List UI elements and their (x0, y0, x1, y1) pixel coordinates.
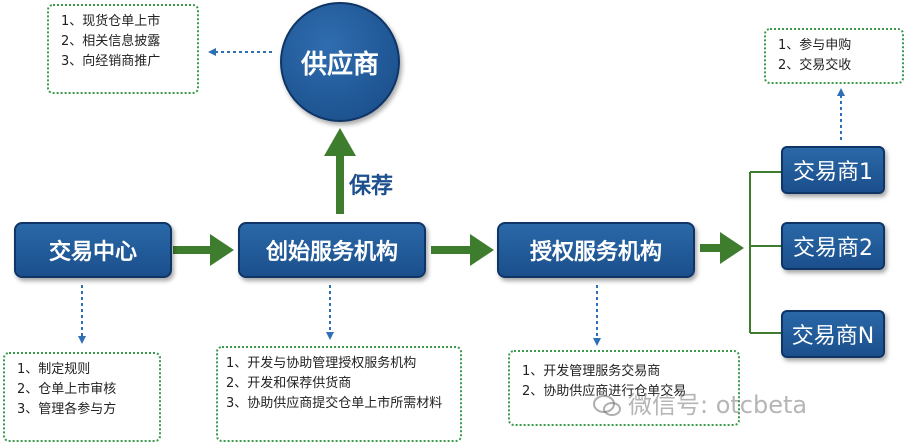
supplier-note-item: 1、现货仓单上市 (61, 14, 161, 29)
trader-1-label: 交易商1 (793, 160, 873, 185)
authorized-agency-node: 授权服务机构 (497, 222, 695, 278)
trader-n-node: 交易商N (781, 310, 885, 358)
wechat-icon (593, 395, 621, 416)
supplier-note: 1、现货仓单上市 2、相关信息披露 3、向经销商推广 (47, 4, 199, 94)
exchange-center-note-item: 2、仓单上市审核 (17, 382, 117, 397)
supplier-note-item: 3、向经销商推广 (61, 54, 161, 69)
founding-agency-note-item: 1、开发与协助管理授权服务机构 (226, 356, 417, 371)
trader-n-label: 交易商N (791, 324, 875, 349)
founding-agency-node: 创始服务机构 (238, 222, 426, 278)
exchange-center-note: 1、制定规则 2、仓单上市审核 3、管理各参与方 (3, 352, 161, 442)
founding-agency-note-item: 2、开发和保荐供货商 (226, 376, 352, 391)
exchange-center-node: 交易中心 (14, 222, 172, 278)
authorized-agency-note-item: 1、开发管理服务交易商 (522, 364, 661, 379)
trader-note-item: 1、参与申购 (778, 38, 852, 53)
authorized-agency-label: 授权服务机构 (529, 240, 662, 265)
supplier-note-item: 2、相关信息披露 (61, 34, 161, 49)
watermark-text: 微信号: otcbeta (628, 391, 808, 419)
founding-agency-label: 创始服务机构 (265, 240, 398, 265)
arrow-authorized-to-traders (700, 232, 744, 264)
wechat-watermark: 微信号: otcbeta (592, 385, 807, 420)
exchange-center-note-item: 3、管理各参与方 (17, 402, 117, 417)
sponsor-label: 保荐 (349, 174, 394, 199)
trader-bracket (749, 171, 782, 334)
exchange-center-label: 交易中心 (48, 240, 137, 265)
trader-1-node: 交易商1 (781, 146, 885, 194)
authorized-agency-note-item: 2、协助供应商进行仓单交易 (522, 384, 687, 399)
authorized-agency-note: 1、开发管理服务交易商 2、协助供应商进行仓单交易 (508, 350, 740, 426)
arrow-center-to-founding (173, 234, 234, 266)
exchange-center-note-item: 1、制定规则 (17, 362, 91, 377)
arrow-founding-to-authorized (431, 234, 494, 266)
trader-note: 1、参与申购 2、交易交收 (764, 28, 904, 84)
trader-2-label: 交易商2 (793, 236, 873, 261)
trader-note-item: 2、交易交收 (778, 58, 852, 73)
arrow-founding-to-supplier (324, 128, 356, 214)
founding-agency-note: 1、开发与协助管理授权服务机构 2、开发和保荐供货商 3、协助供应商提交仓单上市… (216, 346, 462, 442)
founding-agency-note-item: 3、协助供应商提交仓单上市所需材料 (226, 396, 443, 411)
supplier-node: 供应商 (280, 2, 400, 122)
supplier-label: 供应商 (300, 49, 379, 80)
trader-2-node: 交易商2 (781, 222, 885, 270)
